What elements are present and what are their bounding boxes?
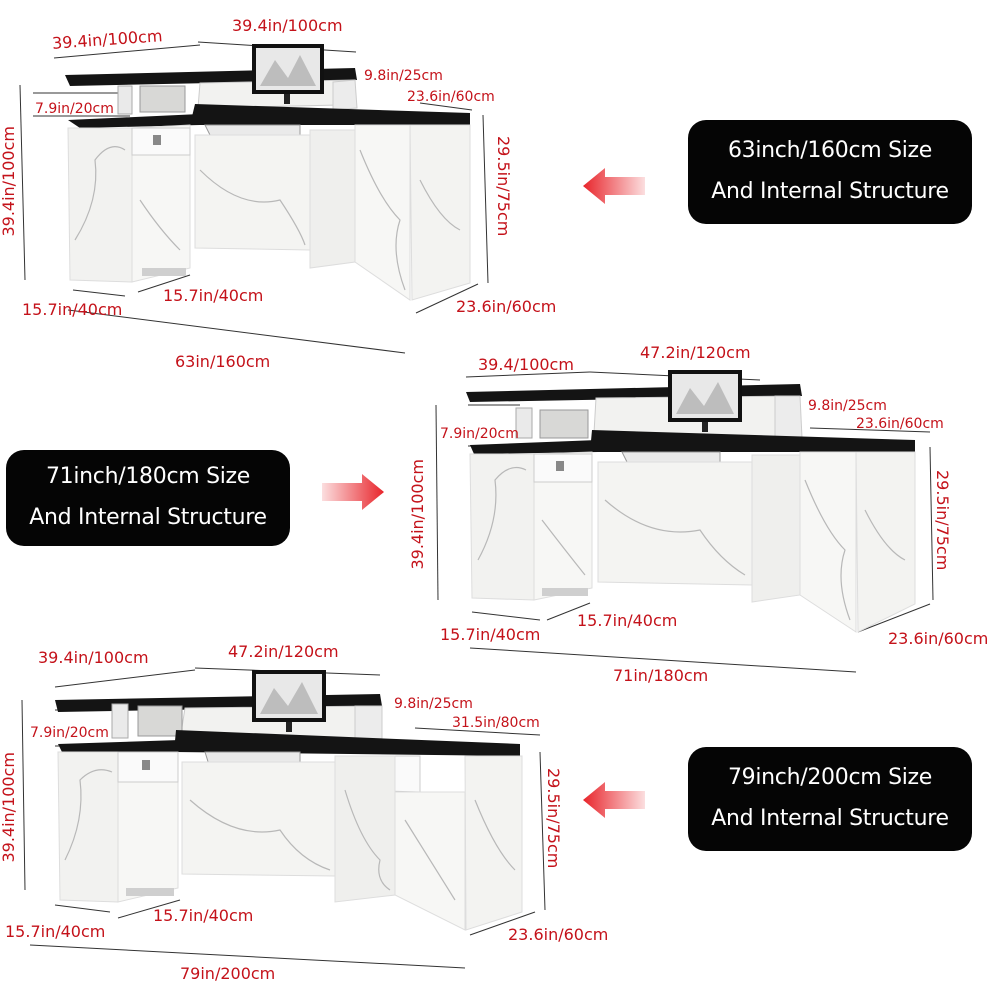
dim-total-width: 71in/180cm bbox=[613, 666, 709, 685]
dim-inner-depth: 15.7in/40cm bbox=[163, 286, 264, 305]
dim-side-depth-bottom: 23.6in/60cm bbox=[888, 629, 989, 648]
dim-riser-depth: 9.8in/25cm bbox=[394, 696, 473, 712]
dim-total-width: 79in/200cm bbox=[180, 964, 276, 983]
dim-top-left-width: 39.4in/100cm bbox=[38, 648, 149, 667]
dim-riser-depth: 9.8in/25cm bbox=[364, 68, 443, 84]
size-badge-63in: 63inch/160cm Size And Internal Structure bbox=[688, 120, 972, 224]
dim-left-depth: 15.7in/40cm bbox=[5, 922, 106, 941]
badge-line2: And Internal Structure bbox=[29, 505, 267, 530]
dim-shelf-height: 7.9in/20cm bbox=[35, 101, 114, 117]
badge-line2: And Internal Structure bbox=[711, 806, 949, 831]
dim-top-middle-width: 47.2in/120cm bbox=[228, 642, 339, 661]
dim-total-height: 39.4in/100cm bbox=[0, 752, 18, 863]
arrow-left-icon bbox=[583, 782, 645, 818]
dim-riser-depth: 9.8in/25cm bbox=[808, 398, 887, 414]
size-badge-79in: 79inch/200cm Size And Internal Structure bbox=[688, 747, 972, 851]
badge-line1: 63inch/160cm Size bbox=[727, 138, 933, 164]
dim-desk-height: 29.5in/75cm bbox=[544, 768, 563, 869]
dim-shelf-height: 7.9in/20cm bbox=[440, 426, 519, 442]
dim-inner-depth: 15.7in/40cm bbox=[153, 906, 254, 925]
dim-desk-height: 29.5in/75cm bbox=[494, 136, 513, 237]
badge-line1: 71inch/180cm Size bbox=[45, 464, 251, 490]
dim-total-width: 63in/160cm bbox=[175, 352, 271, 371]
arrow-right-icon bbox=[322, 474, 384, 510]
dim-desk-height: 29.5in/75cm bbox=[933, 470, 952, 571]
dim-side-depth-top: 23.6in/60cm bbox=[856, 416, 944, 432]
dim-side-depth-bottom: 23.6in/60cm bbox=[508, 925, 609, 944]
dim-left-depth: 15.7in/40cm bbox=[440, 625, 541, 644]
size-badge-71in: 71inch/180cm Size And Internal Structure bbox=[6, 450, 290, 546]
dim-top-middle-width: 39.4in/100cm bbox=[232, 16, 343, 35]
arrow-left-icon bbox=[583, 168, 645, 204]
badge-line1: 79inch/200cm Size bbox=[727, 765, 933, 791]
dim-shelf-height: 7.9in/20cm bbox=[30, 725, 109, 741]
dim-top-middle-width: 47.2in/120cm bbox=[640, 343, 751, 362]
dim-side-depth-top: 31.5in/80cm bbox=[452, 715, 540, 731]
dim-top-left-width: 39.4/100cm bbox=[478, 355, 574, 374]
badge-line2: And Internal Structure bbox=[711, 179, 949, 204]
dim-side-depth-top: 23.6in/60cm bbox=[407, 89, 495, 105]
dim-inner-depth: 15.7in/40cm bbox=[577, 611, 678, 630]
dim-left-depth: 15.7in/40cm bbox=[22, 300, 123, 319]
dim-side-depth-bottom: 23.6in/60cm bbox=[456, 297, 557, 316]
